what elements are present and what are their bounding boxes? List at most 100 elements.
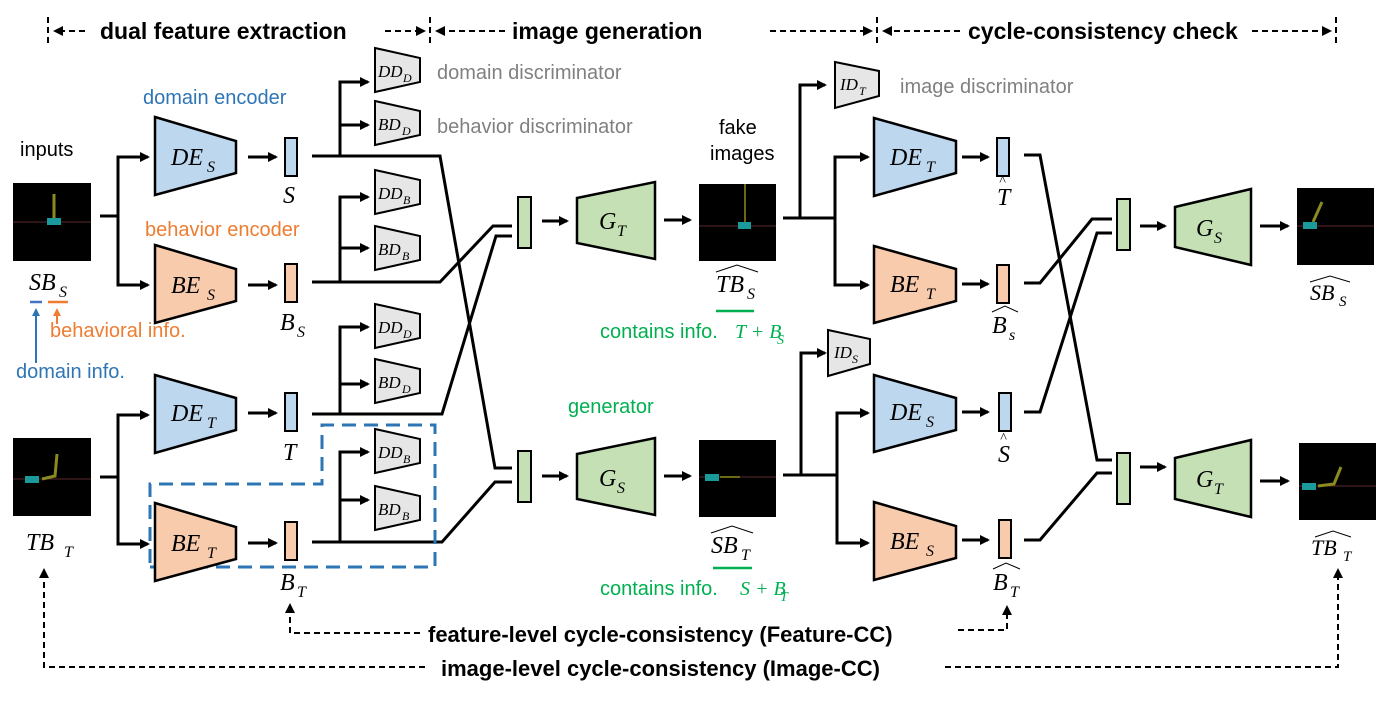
svg-text:S: S <box>617 480 625 497</box>
svg-text:T: T <box>1214 481 1224 498</box>
feature-bar-B_s-hat <box>996 264 1010 304</box>
image-recon-SBs <box>1297 188 1374 265</box>
encoder-BE_T-2: BE T <box>872 244 958 325</box>
label-input-SBs: SB S <box>29 270 68 363</box>
svg-text:D: D <box>402 327 412 341</box>
svg-text:T: T <box>617 223 627 240</box>
label-S: S <box>283 183 295 209</box>
discriminator-ID_S: ID S <box>827 328 871 378</box>
label-B_S: B S <box>280 310 305 341</box>
label-contains-T-BS: contains info. T + B S <box>600 321 784 348</box>
discriminator-DD_D-2: DD D <box>374 302 421 350</box>
svg-text:DD: DD <box>377 184 403 203</box>
svg-text:contains info.: contains info. <box>600 578 718 600</box>
svg-text:S: S <box>207 287 215 304</box>
label-fake-line2: images <box>710 143 774 165</box>
image-fake-TBs <box>699 184 776 261</box>
svg-text:T + B: T + B <box>735 321 781 343</box>
svg-text:DE: DE <box>170 145 203 171</box>
feature-cc-highlight-box <box>148 423 437 569</box>
svg-text:^: ^ <box>1000 431 1007 446</box>
label-S-hat: S ^ <box>998 431 1010 468</box>
svg-text:T: T <box>1010 584 1020 601</box>
discriminator-ID_T: ID T <box>834 60 880 110</box>
svg-text:TB: TB <box>716 272 744 298</box>
discriminator-BD_B-1: BD B <box>374 224 421 272</box>
discriminator-BD_D-2: BD D <box>374 357 421 405</box>
label-contains-S-BT: contains info. S + B T <box>600 578 789 605</box>
feature-bar-S-hat <box>998 392 1012 432</box>
latent-bar <box>1116 198 1131 251</box>
feature-bar-T <box>284 392 298 432</box>
svg-text:T: T <box>741 547 751 564</box>
svg-text:T: T <box>64 544 74 561</box>
image-input-source <box>13 183 91 261</box>
svg-text:SB: SB <box>711 533 738 559</box>
svg-text:G: G <box>599 466 616 492</box>
label-input-TBt: TB T <box>26 530 74 561</box>
label-domain-discriminator: domain discriminator <box>437 62 622 84</box>
label-B_T: B T <box>280 570 307 601</box>
svg-text:S: S <box>777 333 784 348</box>
svg-text:DD: DD <box>377 318 403 337</box>
svg-text:G: G <box>1196 467 1213 493</box>
svg-text:S: S <box>1339 294 1347 310</box>
svg-text:BE: BE <box>890 272 920 298</box>
label-recon-TBt: TB T <box>1311 530 1353 565</box>
label-fake-line1: fake <box>719 117 757 139</box>
svg-text:DE: DE <box>170 401 203 427</box>
encoder-DE_S-2: DE S <box>872 373 958 454</box>
svg-text:S: S <box>926 543 934 560</box>
svg-text:B: B <box>280 570 295 596</box>
encoder-BE_T-1: BE T <box>153 501 238 583</box>
svg-text:T: T <box>207 415 217 432</box>
encoder-DE_T-1: DE T <box>153 373 238 455</box>
svg-text:T: T <box>1343 549 1353 565</box>
image-recon-TBt <box>1299 443 1376 520</box>
discriminator-DD_B-2: DD B <box>374 427 421 475</box>
discriminator-DD_D-1: DD D <box>374 46 421 94</box>
image-fake-SBt <box>699 440 776 517</box>
svg-text:SB: SB <box>29 270 56 296</box>
svg-text:DD: DD <box>377 62 403 81</box>
label-domain-info: domain info. <box>16 361 125 383</box>
svg-text:ID: ID <box>833 343 853 362</box>
section-headers: dual feature extraction image generation… <box>47 17 1337 45</box>
svg-text:contains info.: contains info. <box>600 321 718 343</box>
label-inputs: inputs <box>20 139 73 161</box>
label-fake-SBt: SB T <box>710 525 754 570</box>
svg-text:S: S <box>998 442 1010 468</box>
svg-text:B: B <box>993 570 1008 596</box>
svg-text:T: T <box>926 286 936 303</box>
svg-text:TB: TB <box>1311 535 1337 560</box>
encoder-DE_T-2: DE T <box>872 116 958 198</box>
svg-text:DE: DE <box>889 145 922 171</box>
label-feature-cc: feature-level cycle-consistency (Feature… <box>428 622 893 647</box>
svg-text:D: D <box>402 71 412 85</box>
label-T-hat: T ^ <box>997 174 1012 211</box>
section-dual-feature-extraction: dual feature extraction <box>100 18 347 44</box>
svg-text:BD: BD <box>378 373 401 392</box>
label-image-discriminator: image discriminator <box>900 76 1074 98</box>
label-domain-encoder: domain encoder <box>143 87 287 109</box>
discriminator-BD_B-2: BD B <box>374 484 421 532</box>
svg-text:S: S <box>297 324 305 341</box>
section-cycle-consistency-check: cycle-consistency check <box>968 18 1238 44</box>
svg-text:S + B: S + B <box>740 578 786 600</box>
latent-bar <box>1116 452 1131 505</box>
encoder-BE_S-1: BE S <box>153 243 238 325</box>
image-input-target <box>13 438 91 516</box>
svg-text:B: B <box>280 310 295 336</box>
label-B_s-hat: B s <box>991 305 1019 344</box>
svg-text:BE: BE <box>171 273 201 299</box>
svg-text:S: S <box>1214 230 1222 247</box>
label-fake-TBs: TB S <box>715 264 759 313</box>
svg-text:T: T <box>207 545 217 562</box>
feature-bar-S <box>284 137 298 177</box>
svg-text:SB: SB <box>1310 280 1334 305</box>
svg-text:T: T <box>297 584 307 601</box>
generator-G_T-2: G T <box>1173 438 1253 519</box>
latent-bar <box>517 450 532 503</box>
svg-text:B: B <box>403 193 411 207</box>
